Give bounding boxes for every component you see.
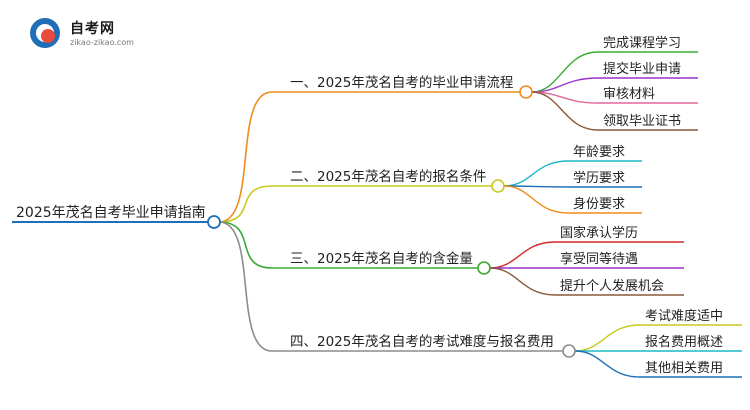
child-label[interactable]: 领取毕业证书 bbox=[603, 114, 681, 129]
branch-connector bbox=[218, 221, 273, 269]
branch-node-circle[interactable] bbox=[491, 179, 505, 193]
branch-node-circle[interactable] bbox=[562, 344, 576, 358]
branch-connector bbox=[218, 91, 273, 223]
site-logo[interactable]: 自考网 zikao-zikao.com bbox=[30, 14, 140, 52]
child-label[interactable]: 提交毕业申请 bbox=[603, 61, 681, 77]
child-label[interactable]: 完成课程学习 bbox=[603, 35, 681, 51]
child-label[interactable]: 其他相关费用 bbox=[645, 361, 723, 376]
branch-node-circle[interactable] bbox=[477, 261, 491, 275]
child-label[interactable]: 年龄要求 bbox=[573, 145, 625, 160]
child-label[interactable]: 学历要求 bbox=[573, 170, 625, 186]
logo-subtitle: zikao-zikao.com bbox=[70, 38, 134, 47]
child-connector bbox=[503, 160, 569, 187]
branch-label[interactable]: 一、2025年茂名自考的毕业申请流程 bbox=[290, 74, 513, 91]
child-label[interactable]: 审核材料 bbox=[603, 87, 655, 102]
child-connector bbox=[531, 77, 599, 93]
child-connector bbox=[574, 350, 641, 378]
child-label[interactable]: 国家承认学历 bbox=[560, 225, 638, 241]
logo-title: 自考网 bbox=[70, 21, 115, 37]
child-label[interactable]: 提升个人发展机会 bbox=[560, 278, 664, 294]
child-label[interactable]: 报名费用概述 bbox=[645, 334, 723, 350]
branch-connector bbox=[218, 221, 273, 352]
branch-connector bbox=[218, 185, 273, 223]
child-connector bbox=[503, 185, 569, 214]
child-label[interactable]: 身份要求 bbox=[573, 196, 625, 212]
child-connector bbox=[489, 241, 556, 269]
child-connector bbox=[531, 51, 599, 93]
logo-icon bbox=[30, 18, 60, 48]
branch-label[interactable]: 四、2025年茂名自考的考试难度与报名费用 bbox=[290, 333, 554, 350]
root-label: 2025年茂名自考毕业申请指南 bbox=[16, 204, 206, 221]
child-label[interactable]: 考试难度适中 bbox=[645, 308, 723, 324]
child-connector bbox=[531, 91, 599, 131]
branch-node-circle[interactable] bbox=[519, 85, 533, 99]
branch-label[interactable]: 三、2025年茂名自考的含金量 bbox=[290, 250, 473, 267]
branch-label[interactable]: 二、2025年茂名自考的报名条件 bbox=[290, 168, 486, 185]
child-connector bbox=[489, 267, 556, 296]
child-label[interactable]: 享受同等待遇 bbox=[560, 251, 638, 267]
child-connector bbox=[574, 324, 641, 352]
root-node-circle[interactable] bbox=[207, 215, 221, 229]
